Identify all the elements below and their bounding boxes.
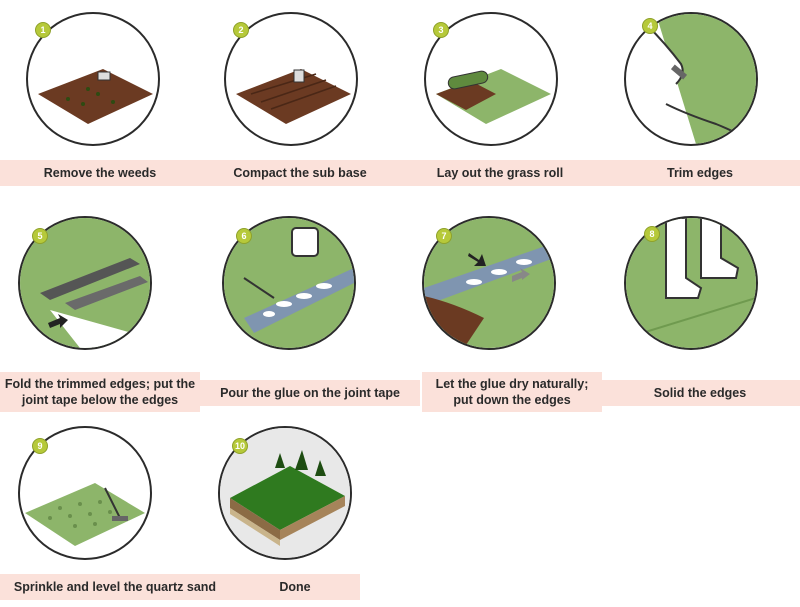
step-1-badge: 1 xyxy=(35,22,51,38)
step-8-caption: Solid the edges xyxy=(600,380,800,406)
step-10-badge: 10 xyxy=(232,438,248,454)
compactor-icon xyxy=(236,48,351,124)
step-8-badge: 8 xyxy=(644,226,660,242)
step-6-illustration xyxy=(222,216,356,350)
step-6-caption: Pour the glue on the joint tape xyxy=(200,380,420,406)
step-2-badge: 2 xyxy=(233,22,249,38)
step-5-badge: 5 xyxy=(32,228,48,244)
joint-tape-icon xyxy=(20,218,150,348)
step-3-caption: Lay out the grass roll xyxy=(400,160,600,186)
step-8-illustration xyxy=(624,216,758,350)
grass-roll-icon xyxy=(436,48,551,124)
step-4-illustration xyxy=(624,12,758,146)
step-10-caption: Done xyxy=(230,574,360,600)
trimming-knife-icon xyxy=(645,14,756,144)
step-7-badge: 7 xyxy=(436,228,452,244)
boots-icon xyxy=(626,218,756,348)
step-2-caption: Compact the sub base xyxy=(200,160,400,186)
step-1-caption: Remove the weeds xyxy=(0,160,200,186)
glue-pour-icon xyxy=(224,218,354,348)
step-4-caption: Trim edges xyxy=(600,160,800,186)
step-9-badge: 9 xyxy=(32,438,48,454)
step-4-badge: 4 xyxy=(642,18,658,34)
weed-removal-icon xyxy=(38,48,153,124)
quartz-sand-icon xyxy=(25,466,145,546)
step-6-badge: 6 xyxy=(236,228,252,244)
step-5-caption: Fold the trimmed edges; put the joint ta… xyxy=(0,372,200,412)
step-7-caption: Let the glue dry naturally; put down the… xyxy=(422,372,602,412)
step-9-caption: Sprinkle and level the quartz sand xyxy=(0,574,230,600)
step-3-badge: 3 xyxy=(433,22,449,38)
